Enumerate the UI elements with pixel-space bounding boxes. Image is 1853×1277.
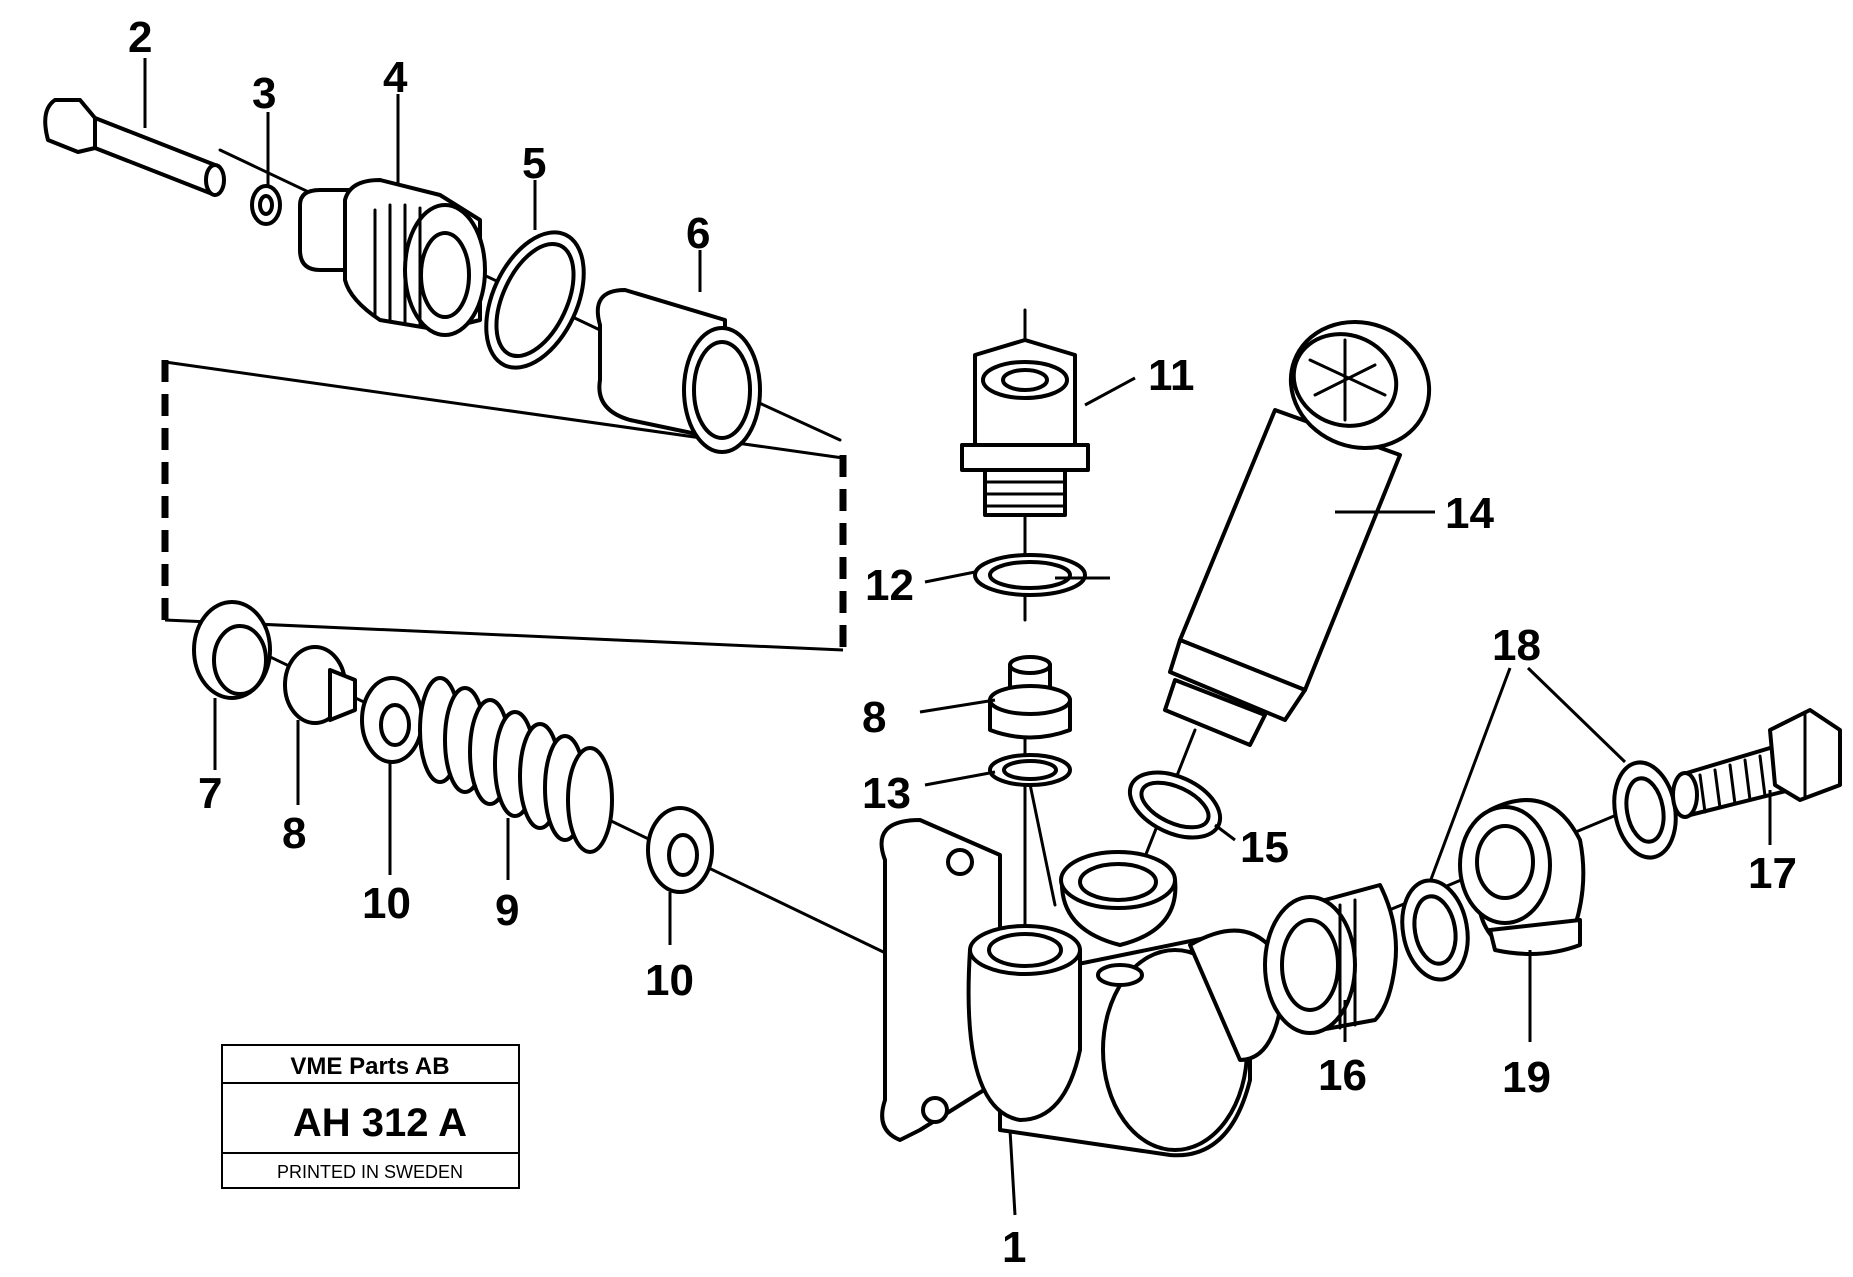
- stamp-company: VME Parts AB: [290, 1053, 449, 1080]
- pin-part-2: [43, 98, 226, 197]
- callout-9: 9: [495, 886, 519, 935]
- callout-11: 11: [1148, 351, 1195, 400]
- washer-part-10-right: [646, 806, 714, 894]
- callouts: 2 3 4 5 6 7 8 10 9 10 11 12 14 8 13 15 1…: [128, 13, 1797, 1272]
- leader-lines: [143, 58, 1772, 1216]
- seal-part-15: [1127, 770, 1223, 840]
- union-fitting-part-11: [960, 338, 1090, 517]
- callout-4: 4: [383, 53, 408, 102]
- title-stamp: VME Parts AB AH 312 A PRINTED IN SWEDEN: [221, 1044, 520, 1189]
- callout-12: 12: [865, 561, 914, 610]
- callout-13: 13: [862, 769, 911, 818]
- threaded-plug-part-4: [298, 178, 487, 337]
- pump-housing-part-1: [879, 818, 1282, 1158]
- callout-19: 19: [1502, 1053, 1551, 1102]
- o-ring-part-5: [484, 230, 586, 370]
- callout-8-left: 8: [282, 809, 306, 858]
- callout-15: 15: [1240, 823, 1289, 872]
- washer-part-3: [250, 184, 282, 226]
- callout-16: 16: [1318, 1051, 1367, 1100]
- sleeve-part-6: [595, 288, 762, 454]
- callout-2: 2: [128, 13, 152, 62]
- washer-part-18-left: [1400, 878, 1470, 982]
- valve-part-8-center: [988, 655, 1072, 740]
- callout-1: 1: [1002, 1223, 1026, 1272]
- hand-primer-pump-part-14: [1163, 320, 1432, 747]
- washer-part-18-right: [1612, 760, 1678, 860]
- callout-17: 17: [1748, 849, 1797, 898]
- spring-part-9: [418, 676, 614, 854]
- callout-10-left: 10: [362, 879, 411, 928]
- stamp-drawing-number: AH 312 A: [293, 1101, 467, 1145]
- callout-6: 6: [686, 209, 710, 258]
- callout-8-center: 8: [862, 693, 886, 742]
- callout-18: 18: [1492, 621, 1541, 670]
- callout-5: 5: [522, 139, 546, 188]
- callout-14: 14: [1445, 489, 1494, 538]
- callout-7: 7: [198, 769, 222, 818]
- seal-part-13: [988, 753, 1072, 787]
- banjo-bolt-part-17: [1671, 708, 1842, 819]
- valve-part-8-left: [283, 645, 357, 725]
- seal-part-12: [973, 553, 1087, 597]
- callout-10-right: 10: [645, 956, 694, 1005]
- threaded-adapter-part-16: [1263, 883, 1398, 1035]
- banjo-fitting-part-19: [1458, 798, 1586, 956]
- callout-3: 3: [252, 69, 276, 118]
- washer-part-10-left: [360, 676, 424, 764]
- stamp-footer: PRINTED IN SWEDEN: [277, 1162, 463, 1182]
- seal-part-7: [192, 600, 272, 700]
